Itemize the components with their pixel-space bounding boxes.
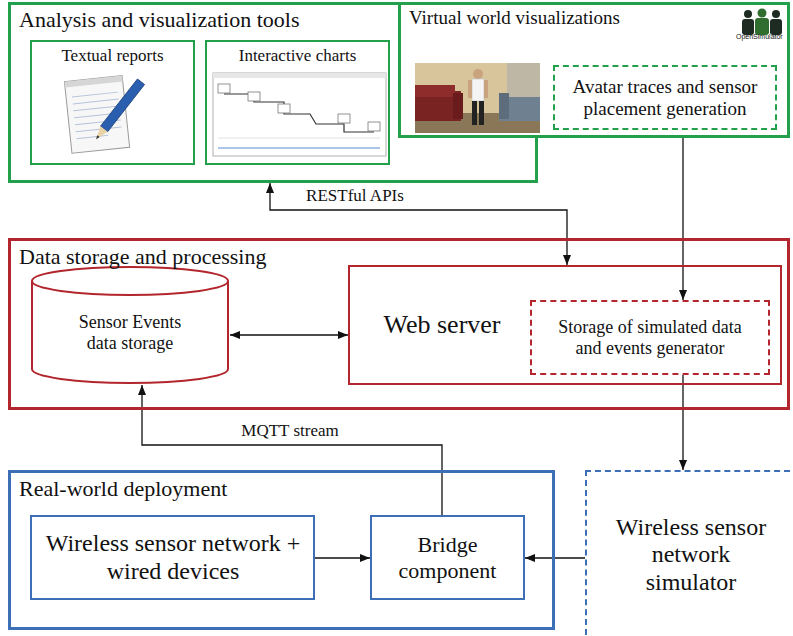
virtual-world-scene bbox=[415, 63, 540, 133]
drawing-part bbox=[484, 80, 488, 98]
edge-label-holder: RESTful APIs bbox=[303, 186, 407, 206]
drawing-part bbox=[224, 94, 374, 132]
text-area: Data storage and processing bbox=[19, 244, 419, 276]
connector-arrow bbox=[315, 557, 370, 558]
server-box: Web server Storage of simulated data and … bbox=[348, 265, 782, 385]
text-area: Wireless sensor network + wired devices bbox=[42, 520, 304, 595]
drawing-part bbox=[742, 19, 754, 35]
drawing-part bbox=[218, 138, 380, 139]
drawing-part bbox=[770, 19, 782, 35]
drawing-part bbox=[415, 63, 540, 133]
opensimulator-logo bbox=[738, 8, 786, 36]
connector-arrow bbox=[682, 375, 683, 470]
edge-label-holder: MQTT stream bbox=[238, 421, 341, 441]
drawing-part bbox=[95, 135, 100, 140]
node-label: Wireless sensor network + wired devices bbox=[42, 530, 304, 585]
drawing-part bbox=[248, 92, 260, 101]
node-label: Real-world deployment bbox=[19, 476, 227, 501]
cylinder-shape bbox=[32, 267, 228, 383]
device-box: Wireless sensor network + wired devices bbox=[30, 515, 315, 600]
drawing-part bbox=[338, 114, 350, 123]
text-area: Sensor Events data storage bbox=[66, 299, 194, 367]
connector-arrow bbox=[230, 334, 348, 335]
database-cylinder: Sensor Events data storage bbox=[30, 265, 230, 385]
node-label: Wireless sensor network simulator bbox=[607, 514, 775, 597]
drawing-part bbox=[468, 80, 472, 98]
drawing-part bbox=[368, 122, 380, 131]
node-label: Bridge component bbox=[376, 532, 519, 583]
text-area: Real-world deployment bbox=[19, 476, 419, 508]
drawing-part bbox=[744, 10, 752, 18]
label-holder: OpenSimulator bbox=[736, 33, 783, 41]
drawing-part bbox=[472, 101, 477, 125]
node-label: Analysis and visualization tools bbox=[19, 7, 299, 32]
text-area: Textual reports bbox=[36, 46, 189, 72]
bridge-box: Bridge component bbox=[370, 515, 525, 600]
group-box: Data storage and processingSensor Events… bbox=[8, 238, 790, 410]
drawing-part bbox=[218, 84, 230, 93]
drawing-part bbox=[758, 9, 767, 18]
notepad-icon bbox=[56, 70, 146, 158]
text-area: Storage of simulated data and events gen… bbox=[545, 305, 755, 370]
drawing-part bbox=[472, 79, 484, 101]
drawing-part bbox=[74, 106, 120, 111]
drawing-part bbox=[415, 85, 455, 97]
drawing-part bbox=[479, 101, 484, 125]
text-area: Virtual world visualizations bbox=[409, 7, 739, 37]
text-area: Interactive charts bbox=[211, 46, 384, 72]
node-label: Data storage and processing bbox=[19, 244, 266, 269]
drawing-part bbox=[93, 79, 145, 142]
tool-box: Virtual world visualizationsAvatar trace… bbox=[398, 2, 790, 138]
group-box: Analysis and visualization tools Textual… bbox=[8, 2, 538, 183]
drawing-part bbox=[755, 18, 769, 35]
node-label: Virtual world visualizations bbox=[409, 7, 620, 29]
node-label: Interactive charts bbox=[239, 46, 357, 66]
drawing-part bbox=[213, 73, 386, 78]
drawing-part bbox=[218, 147, 380, 149]
drawing-part bbox=[73, 99, 119, 104]
process-box: Avatar traces and sensor placement gener… bbox=[553, 65, 777, 130]
node-label: Textual reports bbox=[61, 46, 163, 66]
logo-caption: OpenSimulator bbox=[736, 33, 783, 41]
drawing-part bbox=[76, 127, 122, 132]
drawing-part bbox=[278, 104, 290, 113]
drawing-part bbox=[72, 92, 118, 97]
node-label: Web server bbox=[383, 310, 500, 340]
node-label: Avatar traces and sensor placement gener… bbox=[559, 76, 771, 120]
text-area: Avatar traces and sensor placement gener… bbox=[559, 70, 771, 125]
drawing-part bbox=[213, 73, 386, 156]
simulator-box: Wireless sensor network simulator bbox=[585, 470, 793, 636]
text-area: Analysis and visualization tools bbox=[19, 7, 399, 39]
tool-box: Interactive charts bbox=[205, 40, 390, 165]
drawing-part bbox=[507, 63, 540, 97]
drawing-part bbox=[772, 10, 780, 18]
text-area: Bridge component bbox=[376, 520, 519, 595]
connector-arrow bbox=[270, 183, 567, 265]
connector-arrow bbox=[682, 130, 683, 300]
text-area: Web server bbox=[358, 271, 526, 379]
edge-label: MQTT stream bbox=[238, 421, 341, 441]
drawing-part bbox=[499, 93, 509, 119]
text-area: Wireless sensor network simulator bbox=[607, 476, 775, 634]
process-box: Storage of simulated data and events gen… bbox=[530, 300, 770, 375]
drawing-part bbox=[453, 93, 463, 119]
drawing-part bbox=[76, 135, 108, 138]
chart-screenshot bbox=[212, 72, 387, 157]
drawing-part bbox=[93, 126, 108, 142]
drawing-part bbox=[64, 76, 122, 88]
connector-arrow bbox=[525, 557, 585, 558]
edge-label: RESTful APIs bbox=[303, 186, 407, 206]
node-label: Storage of simulated data and events gen… bbox=[545, 317, 755, 358]
node-label: Sensor Events data storage bbox=[66, 312, 194, 353]
drawing-part bbox=[101, 79, 145, 132]
group-box: Real-world deploymentWireless sensor net… bbox=[8, 470, 555, 630]
drawing-part bbox=[473, 69, 483, 79]
tool-box: Textual reports bbox=[30, 40, 195, 165]
